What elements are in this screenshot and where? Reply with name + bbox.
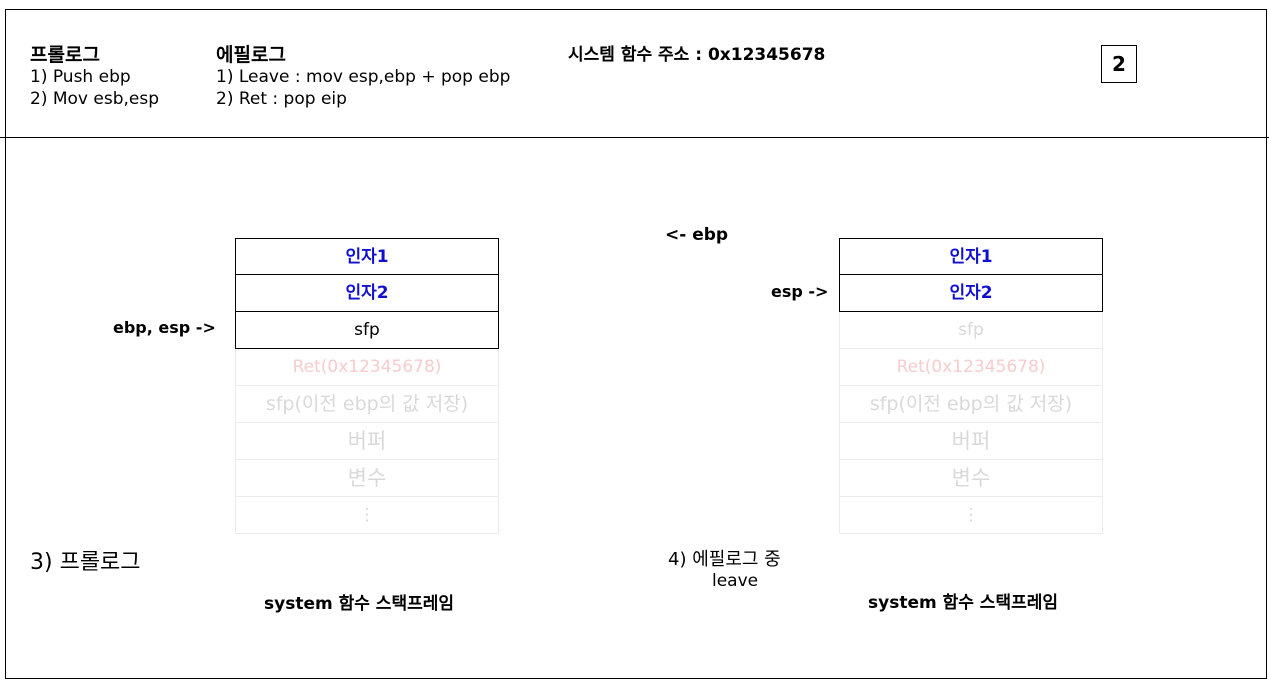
header-divider <box>0 137 1269 138</box>
right-step-sublabel: leave <box>712 571 759 591</box>
right-cell-ret: Ret(0x12345678) <box>839 349 1103 386</box>
left-cell-ellipsis: ⋮ <box>235 497 499 534</box>
epilogue-step-2: 2) Ret : pop eip <box>216 89 347 109</box>
right-cell-arg2: 인자2 <box>839 275 1103 312</box>
right-ebp-pointer: <- ebp <box>665 225 729 245</box>
right-esp-pointer: esp -> <box>771 282 829 301</box>
left-cell-variable: 변수 <box>235 460 499 497</box>
slide-frame <box>5 9 1267 679</box>
right-caption: system 함수 스택프레임 <box>868 593 1059 613</box>
page-number-box: 2 <box>1101 45 1137 83</box>
epilogue-step-1: 1) Leave : mov esp,ebp + pop ebp <box>216 67 511 87</box>
right-step-label: 4) 에필로그 중 <box>668 549 781 570</box>
left-step-label: 3) 프롤로그 <box>30 550 141 575</box>
left-stack-frame: 인자1 인자2 sfp Ret(0x12345678) sfp(이전 ebp의 … <box>235 238 499 534</box>
prologue-step-1: 1) Push ebp <box>30 67 131 87</box>
prologue-title: 프롤로그 <box>30 44 100 66</box>
left-caption: system 함수 스택프레임 <box>264 594 455 614</box>
left-cell-ret: Ret(0x12345678) <box>235 349 499 386</box>
right-cell-sfp: sfp <box>839 312 1103 349</box>
left-ebp-esp-pointer: ebp, esp -> <box>113 318 216 337</box>
left-cell-arg1: 인자1 <box>235 238 499 275</box>
right-stack-frame: 인자1 인자2 sfp Ret(0x12345678) sfp(이전 ebp의 … <box>839 238 1103 534</box>
right-cell-saved-ebp: sfp(이전 ebp의 값 저장) <box>839 386 1103 423</box>
right-cell-ellipsis: ⋮ <box>839 497 1103 534</box>
left-cell-saved-ebp: sfp(이전 ebp의 값 저장) <box>235 386 499 423</box>
right-cell-buffer: 버퍼 <box>839 423 1103 460</box>
left-cell-sfp: sfp <box>235 312 499 349</box>
right-cell-arg1: 인자1 <box>839 238 1103 275</box>
system-function-address: 시스템 함수 주소 : 0x12345678 <box>568 45 826 65</box>
prologue-step-2: 2) Mov esb,esp <box>30 89 160 109</box>
left-cell-buffer: 버퍼 <box>235 423 499 460</box>
left-cell-arg2: 인자2 <box>235 275 499 312</box>
epilogue-title: 에필로그 <box>216 44 286 66</box>
right-cell-variable: 변수 <box>839 460 1103 497</box>
